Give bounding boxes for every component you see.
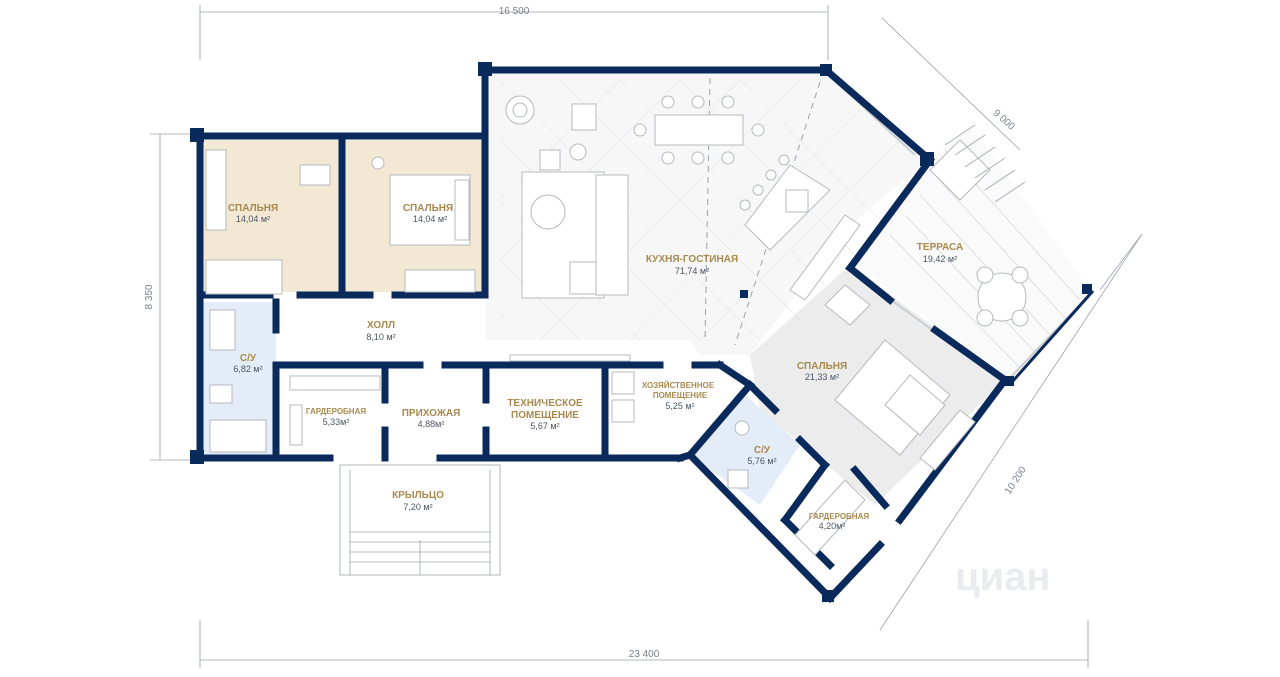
watermark-text: циан (955, 555, 1051, 599)
dim-left-label: 8 350 (144, 284, 155, 309)
room-bath2-name: С/У (754, 445, 771, 456)
room-wardrobe1-area: 5,33м² (323, 417, 350, 427)
room-tech-name1: ТЕХНИЧЕСКОЕ (507, 398, 583, 409)
bath2-fill (690, 390, 800, 505)
dim-right-diag-label: 10 200 (1003, 464, 1029, 496)
room-wardrobe2-name: ГАРДЕРОБНАЯ (809, 512, 869, 521)
room-utility-name1: ХОЗЯЙСТВЕННОЕ (642, 381, 715, 390)
room-entry-area: 4,88м² (418, 419, 445, 429)
dim-bottom-label: 23 400 (629, 649, 660, 660)
terrace-steps (944, 124, 1026, 203)
room-hall-name: ХОЛЛ (367, 320, 395, 331)
room-porch-name: КРЫЛЬЦО (392, 490, 444, 501)
room-wardrobe1-name: ГАРДЕРОБНАЯ (306, 407, 366, 416)
room-master-name: СПАЛЬНЯ (797, 361, 847, 372)
room-utility-name2: ПОМЕЩЕНИЕ (653, 391, 708, 400)
room-utility-area: 5,25 м² (665, 401, 694, 411)
wall-posts (190, 62, 1092, 602)
room-porch-area: 7,20 м² (403, 502, 432, 512)
room-bath1-name: С/У (240, 353, 257, 364)
zone-dash-lines (704, 77, 821, 346)
furniture (205, 95, 1029, 556)
room-wardrobe2-area: 4,20м² (819, 521, 846, 531)
room-bath2-area: 5,76 м² (747, 456, 776, 466)
dimension-lines (150, 5, 1143, 668)
room-entry-name: ПРИХОЖАЯ (402, 408, 461, 419)
dim-top-label: 16 500 (499, 6, 530, 17)
room-terrace-area: 19,42 м² (923, 254, 957, 264)
room-bed2-area: 14,04 м² (413, 214, 447, 224)
porch (339, 464, 501, 576)
room-bed2-name: СПАЛЬНЯ (403, 203, 453, 214)
walls (196, 65, 1095, 603)
room-tech-area: 5,67 м² (530, 421, 559, 431)
room-labels: СПАЛЬНЯ 14,04 м² СПАЛЬНЯ 14,04 м² КУХНЯ-… (228, 203, 963, 531)
room-tech-name2: ПОМЕЩЕНИЕ (511, 410, 579, 421)
terrace-fill (855, 125, 1092, 385)
room-terrace-name: ТЕРРАСА (917, 242, 963, 253)
room-kitchen-area: 71,74 м² (675, 266, 709, 276)
room-kitchen-name: КУХНЯ-ГОСТИНАЯ (646, 254, 738, 265)
room-bed1-area: 14,04 м² (236, 214, 270, 224)
room-master-area: 21,33 м² (805, 372, 839, 382)
room-hall-area: 8,10 м² (366, 332, 395, 342)
room-bed1-name: СПАЛЬНЯ (228, 203, 278, 214)
room-bath1-area: 6,82 м² (233, 364, 262, 374)
dim-terrace-label: 9 000 (991, 108, 1017, 133)
